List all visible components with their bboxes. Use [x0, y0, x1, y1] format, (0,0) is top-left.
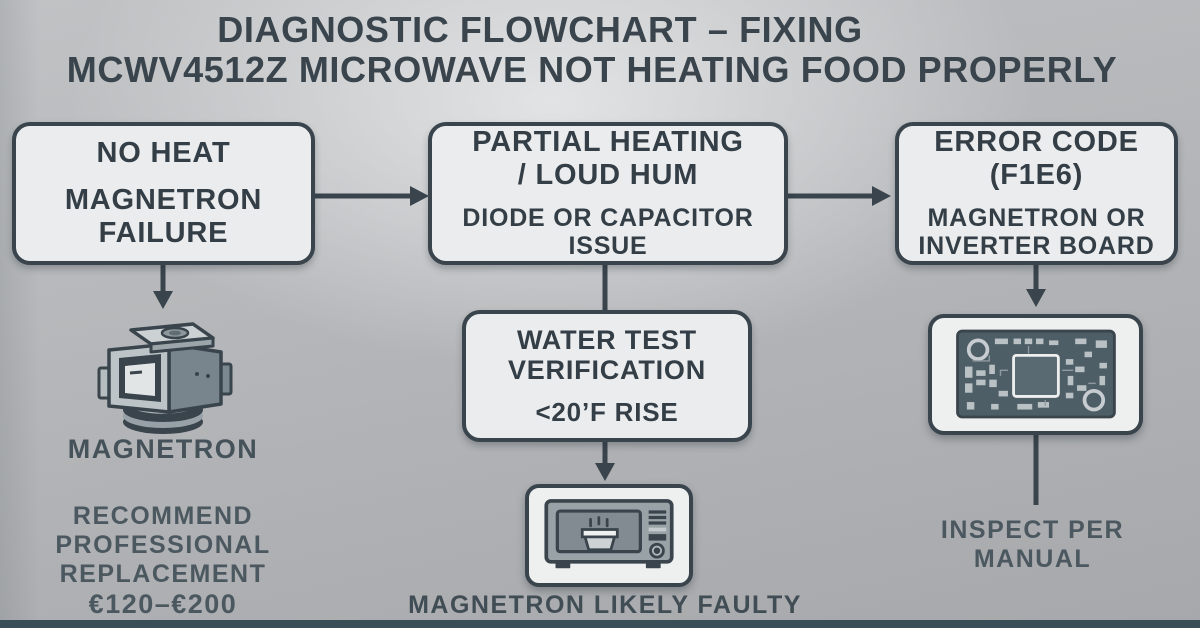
recommendation-line3: REPLACEMENT: [59, 560, 267, 588]
partial-cause-line2: ISSUE: [568, 232, 648, 261]
title-line-2: MCWV4512Z MICROWAVE NOT HEATING FOOD PRO…: [66, 48, 1118, 90]
flow-node-no-heat: NO HEAT MAGNETRON FAILURE: [12, 122, 315, 265]
no-heat-cause-line1: MAGNETRON: [64, 184, 263, 217]
inspect-line1: INSPECT PER: [940, 516, 1125, 544]
magnetron-component-icon: [97, 322, 233, 434]
arrowhead-right-2: [872, 186, 891, 206]
microwave-card: [525, 484, 693, 587]
inverter-control-board-icon: [956, 329, 1116, 419]
recommendation-line1: RECOMMEND: [72, 502, 254, 530]
recommendation-line2: PROFESSIONAL: [55, 531, 271, 559]
recommendation-text: RECOMMEND PROFESSIONAL REPLACEMENT: [33, 502, 293, 589]
arrowhead-right-1: [410, 186, 429, 206]
partial-symptom-line2: / LOUD HUM: [517, 159, 699, 192]
error-symptom-line2: (F1E6): [989, 159, 1084, 192]
arrowhead-down-1: [153, 291, 173, 309]
no-heat-symptom: NO HEAT: [96, 137, 231, 170]
bottom-accent-bar: [0, 620, 1200, 628]
arrowhead-down-3: [1026, 289, 1046, 307]
arrowhead-down-2: [595, 463, 615, 481]
flow-node-error-code: ERROR CODE (F1E6) MAGNETRON OR INVERTER …: [895, 122, 1178, 265]
water-test-criterion: <20’F RISE: [535, 396, 679, 427]
water-test-line2: VERIFICATION: [507, 355, 707, 386]
flow-node-water-test: WATER TEST VERIFICATION <20’F RISE: [462, 310, 752, 442]
microwave-oven-icon: [544, 499, 674, 569]
magnetron-label: MAGNETRON: [67, 434, 259, 464]
flow-node-partial-heating: PARTIAL HEATING / LOUD HUM DIODE OR CAPA…: [428, 122, 788, 265]
no-heat-cause-line2: FAILURE: [98, 216, 229, 249]
inspect-line2: MANUAL: [973, 545, 1092, 573]
water-test-line1: WATER TEST: [516, 324, 697, 355]
partial-symptom-line1: PARTIAL HEATING: [472, 126, 744, 159]
water-test-result-text: MAGNETRON LIKELY FAULTY: [408, 591, 802, 619]
inspect-per-manual-text: INSPECT PER MANUAL: [930, 516, 1135, 574]
error-cause-line1: MAGNETRON OR: [927, 204, 1146, 233]
error-symptom-line1: ERROR CODE: [934, 126, 1139, 159]
title-line-1: DIAGNOSTIC FLOWCHART – FIXING: [217, 9, 863, 50]
partial-cause-line1: DIODE OR CAPACITOR: [462, 204, 754, 233]
inverter-board-card: [928, 314, 1143, 435]
price-range-text: €120–€200: [88, 589, 238, 619]
error-cause-line2: INVERTER BOARD: [918, 232, 1155, 261]
page-title: DIAGNOSTIC FLOWCHART – FIXING MCWV4512Z …: [0, 10, 1200, 89]
